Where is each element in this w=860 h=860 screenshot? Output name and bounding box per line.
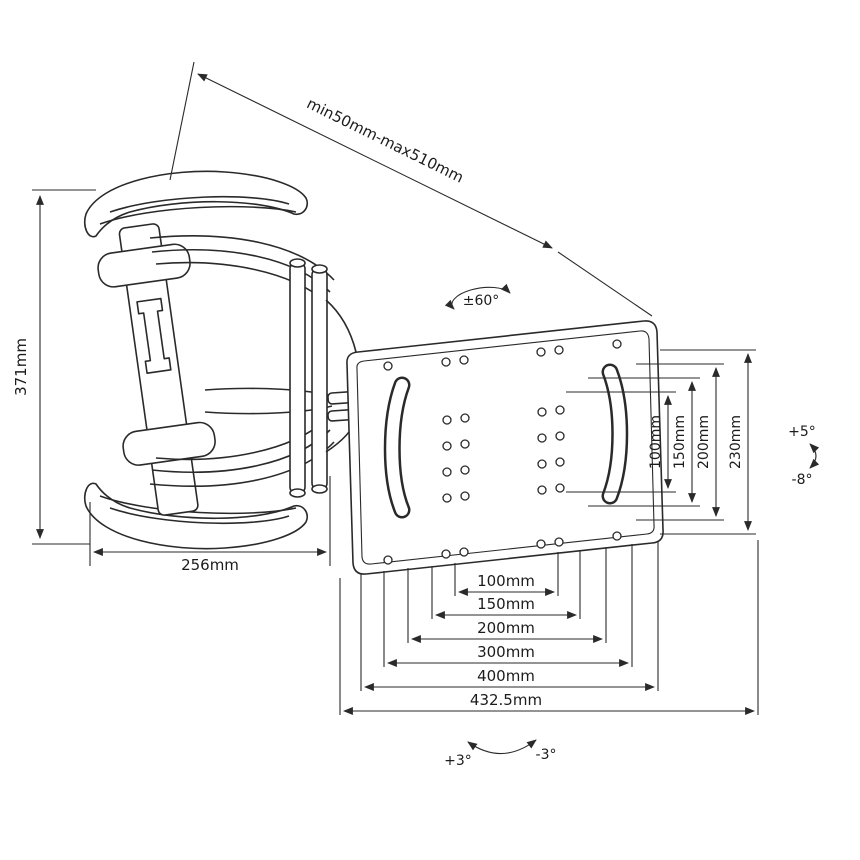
dim-vesa-vertical-200: 200mm xyxy=(636,363,724,521)
label-vesa-horizontal-432: 432.5mm xyxy=(470,691,542,709)
label-vesa-horizontal-150: 150mm xyxy=(477,595,535,613)
plate-holes xyxy=(383,339,622,565)
bottom-arm xyxy=(83,482,309,550)
label-vesa-horizontal-200: 200mm xyxy=(477,619,535,637)
label-vesa-vertical-150: 150mm xyxy=(672,415,688,469)
dim-vesa-horizontal-300: 300mm xyxy=(387,643,629,667)
wall-bracket xyxy=(97,223,216,516)
arm-assembly xyxy=(83,170,365,550)
label-rotation-ccw: -3° xyxy=(536,747,557,763)
mounting-slot xyxy=(136,297,172,374)
label-vesa-horizontal-300: 300mm xyxy=(477,643,535,661)
vesa-plate xyxy=(346,320,664,575)
label-vesa-vertical-200: 200mm xyxy=(696,415,712,469)
tilt-indicator: +5° -8° xyxy=(788,424,820,488)
label-vesa-vertical-230: 230mm xyxy=(728,415,744,469)
plate-slot-right xyxy=(601,363,629,505)
dim-arm-length: 256mm xyxy=(89,476,331,574)
label-vesa-vertical-100: 100mm xyxy=(648,415,664,469)
label-tilt-up: +5° xyxy=(788,424,816,440)
label-bracket-height: 371mm xyxy=(12,338,30,396)
plate-outline xyxy=(346,320,664,575)
plate-inner-edge xyxy=(356,330,655,565)
label-vesa-horizontal-100: 100mm xyxy=(477,572,535,590)
label-vesa-horizontal-400: 400mm xyxy=(477,667,535,685)
dim-vesa-vertical-230: 230mm xyxy=(660,349,756,535)
dim-vesa-horizontal-200: 200mm xyxy=(411,619,603,643)
label-swivel-angle: ±60° xyxy=(463,293,500,309)
dim-vesa-horizontal-400: 400mm xyxy=(364,667,655,691)
dim-vesa-horizontal-432: 432.5mm xyxy=(343,691,755,715)
dim-vesa-vertical-100: 100mm xyxy=(566,391,676,493)
pivot-posts xyxy=(289,258,328,498)
label-arm-length: 256mm xyxy=(181,556,239,574)
rotation-indicator: +3° -3° xyxy=(444,739,557,769)
label-rotation-cw: +3° xyxy=(444,753,472,769)
dim-vesa-horizontal-100: 100mm xyxy=(458,572,555,596)
label-tilt-down: -8° xyxy=(792,472,813,488)
dim-bracket-height: 371mm xyxy=(12,189,96,545)
dim-vesa-horizontal-extensions xyxy=(339,540,759,715)
dim-vesa-horizontal-150: 150mm xyxy=(435,595,577,619)
dim-vesa-vertical-150: 150mm xyxy=(588,377,700,507)
swivel-indicator: ±60° xyxy=(444,283,511,310)
plate-slot-left xyxy=(383,376,411,519)
